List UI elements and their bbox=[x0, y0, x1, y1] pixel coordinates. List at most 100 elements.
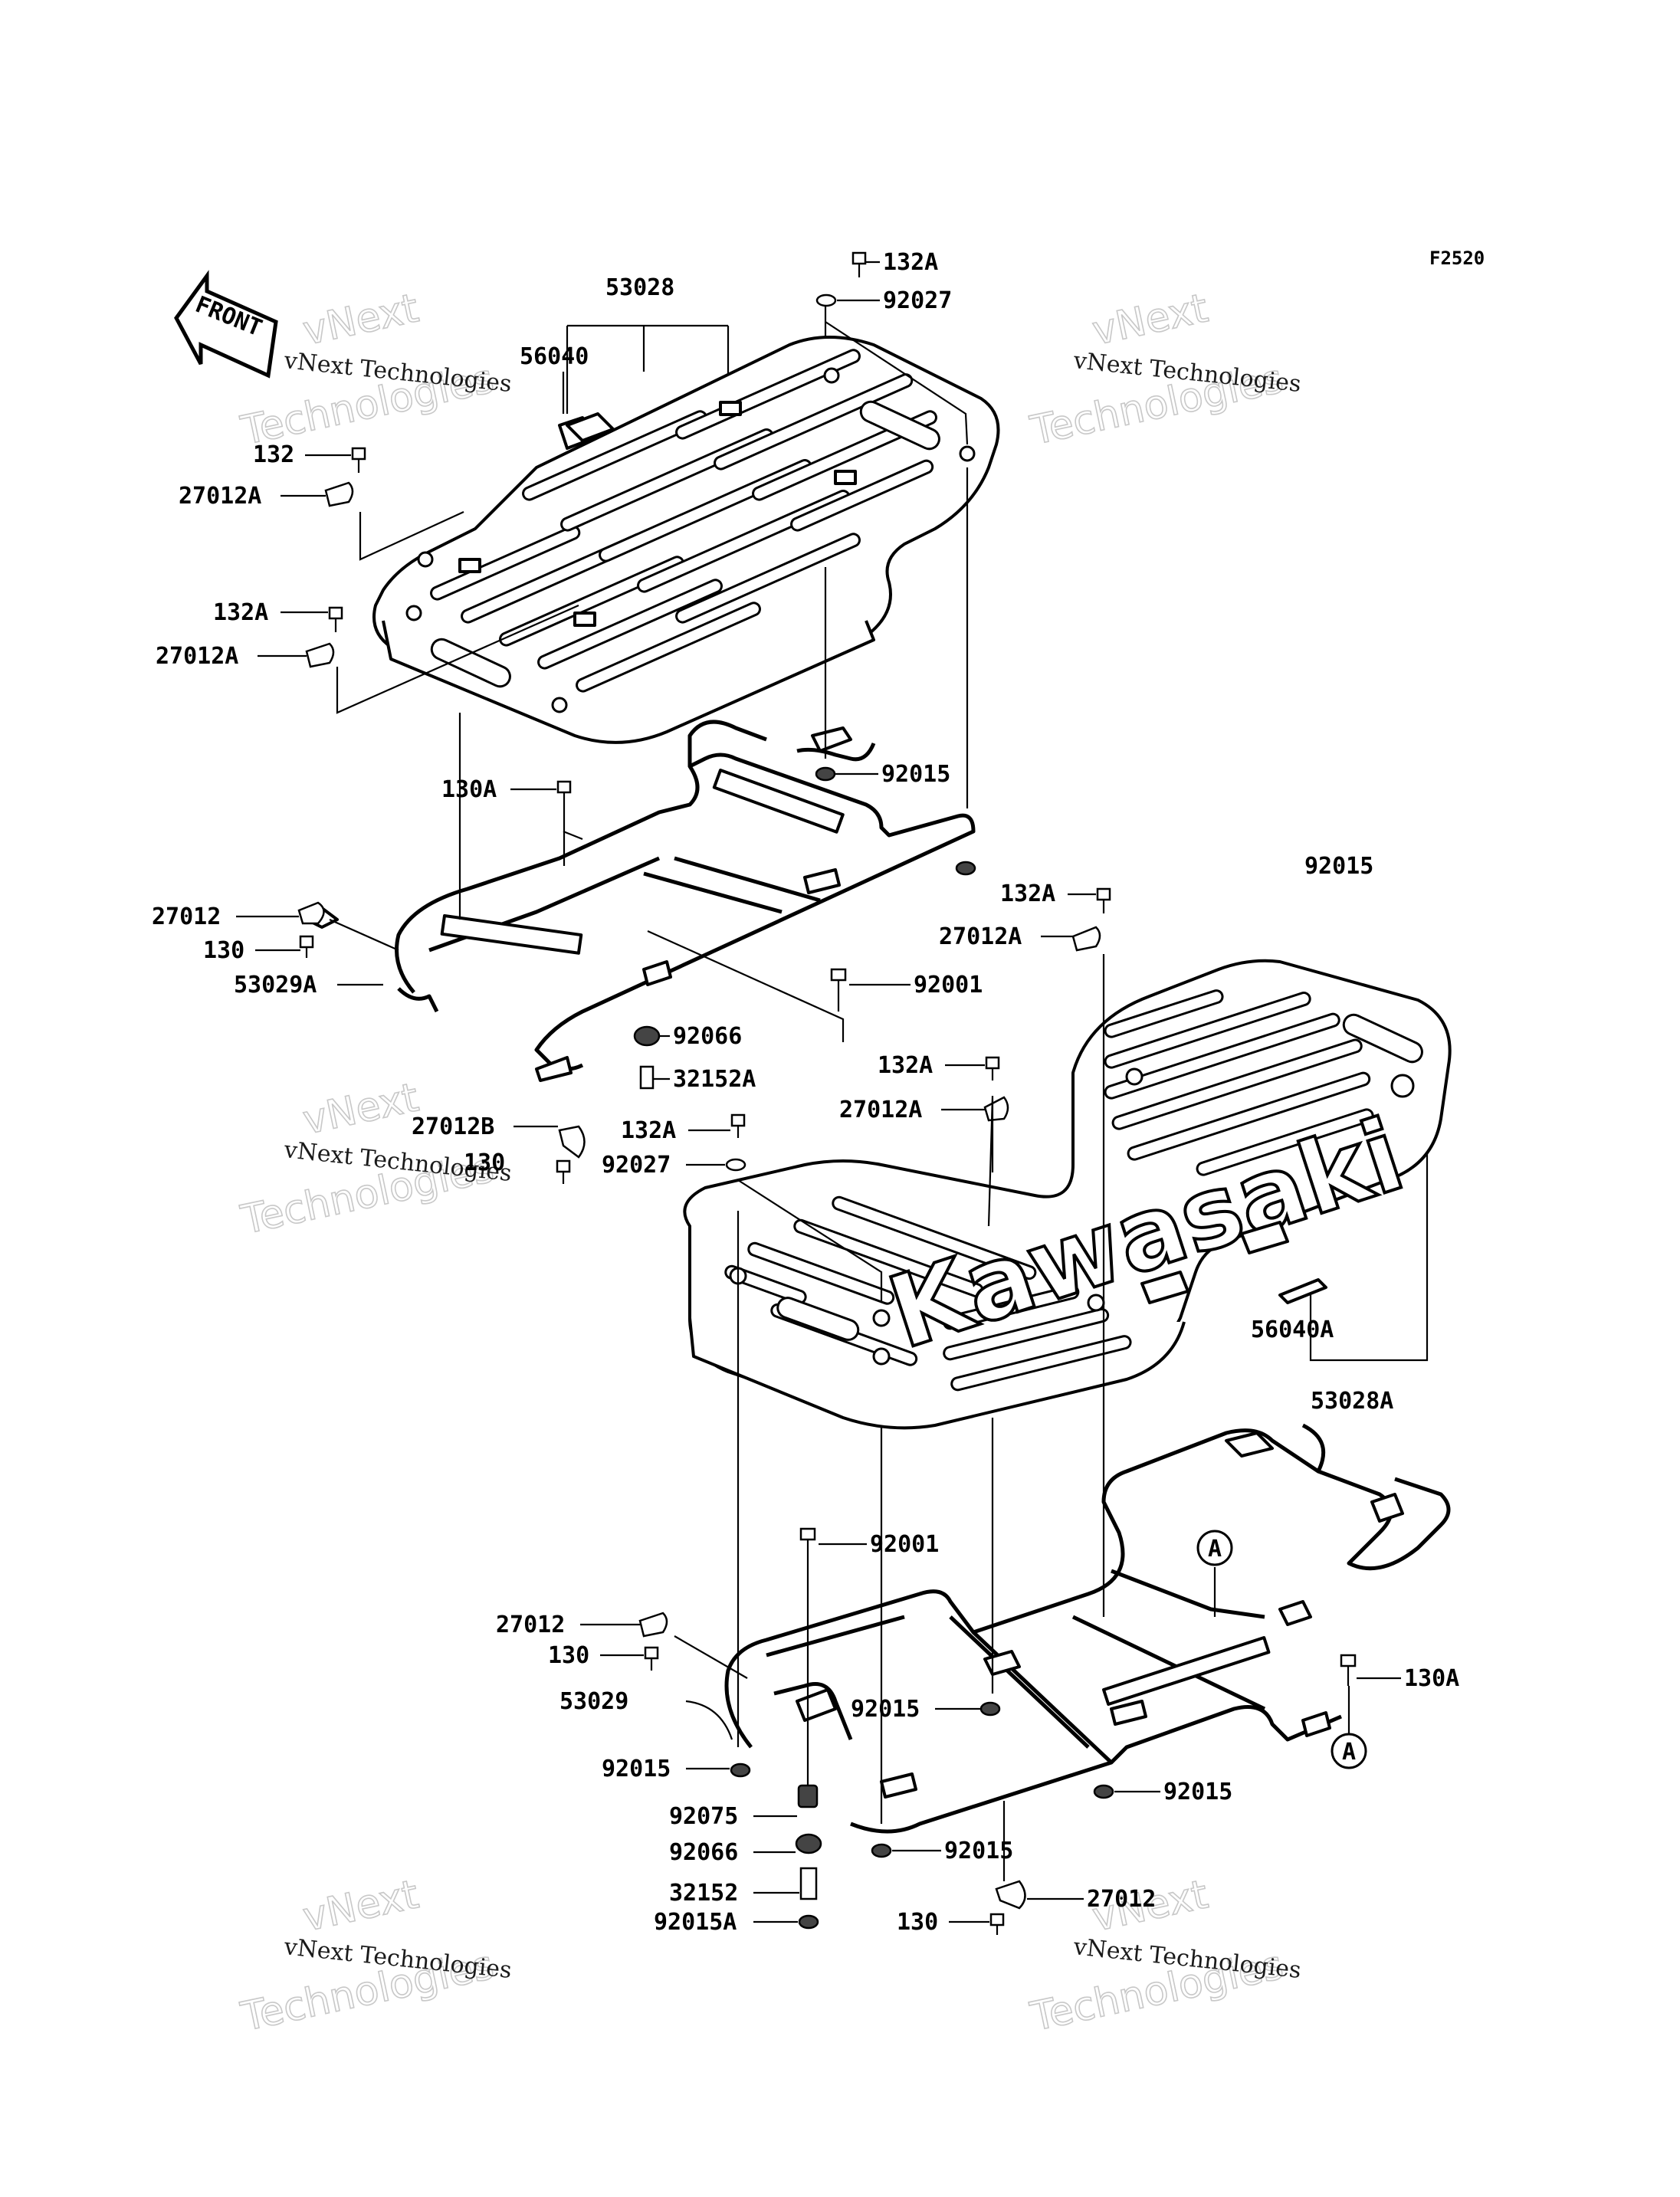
label-53028A: 53028A bbox=[1311, 1388, 1393, 1415]
bolt-icon bbox=[985, 1056, 1000, 1080]
label-53029A: 53029A bbox=[234, 972, 317, 998]
bracket-icon bbox=[297, 901, 325, 925]
label-27012A-2: 27012A bbox=[156, 643, 238, 670]
label-132A-2: 132A bbox=[1000, 880, 1055, 907]
label-56040A: 56040A bbox=[1251, 1317, 1334, 1343]
nut-icon bbox=[815, 766, 836, 782]
collar-icon bbox=[799, 1867, 818, 1900]
bolt-icon bbox=[299, 935, 314, 958]
label-32152A: 32152A bbox=[673, 1066, 756, 1093]
label-132A-top: 132A bbox=[883, 249, 938, 276]
hardware-icons bbox=[297, 251, 1357, 1935]
bolt-icon bbox=[556, 780, 572, 812]
bracket-icon bbox=[558, 1125, 586, 1159]
bracket-icon bbox=[305, 642, 335, 668]
label-132A-1: 132A bbox=[213, 599, 268, 626]
grommet-icon bbox=[797, 1784, 819, 1808]
bolt-icon bbox=[830, 968, 847, 1012]
label-92015-2: 92015 bbox=[1304, 853, 1373, 880]
bolt-icon bbox=[730, 1113, 746, 1138]
bolt-icon bbox=[851, 251, 867, 277]
grommet-icon bbox=[795, 1833, 822, 1854]
bracket-icon bbox=[324, 481, 354, 507]
label-92015-1: 92015 bbox=[881, 761, 950, 788]
watermark-vnext-3: vNext bbox=[299, 1074, 422, 1143]
label-27012A-1: 27012A bbox=[179, 483, 261, 510]
rear-carrier-slots bbox=[724, 989, 1423, 1392]
label-132A-3: 132A bbox=[878, 1052, 933, 1079]
label-92015-4: 92015 bbox=[602, 1756, 671, 1782]
leader-lines bbox=[329, 307, 1429, 1881]
front-carrier-plate bbox=[372, 336, 1000, 744]
reference-mark-a-2-label: A bbox=[1342, 1739, 1356, 1766]
label-56040: 56040 bbox=[520, 343, 589, 370]
bolt-icon bbox=[644, 1646, 659, 1671]
bolt-icon bbox=[989, 1913, 1005, 1935]
label-92001-1: 92001 bbox=[914, 972, 983, 998]
label-92027-2: 92027 bbox=[602, 1152, 671, 1179]
washer-icon bbox=[815, 293, 837, 307]
label-130-4: 130 bbox=[897, 1909, 938, 1936]
front-carrier-holes bbox=[405, 367, 976, 713]
label-132: 132 bbox=[253, 441, 294, 468]
bolt-icon bbox=[1096, 887, 1111, 913]
collar-icon bbox=[639, 1065, 655, 1090]
label-92001-2: 92001 bbox=[870, 1531, 939, 1558]
reference-mark-a-1: A bbox=[1196, 1530, 1233, 1566]
label-53029: 53029 bbox=[559, 1688, 628, 1715]
label-92015-5: 92015 bbox=[1163, 1779, 1232, 1805]
diagram-code: F2520 bbox=[1429, 248, 1485, 269]
reference-mark-a-1-label: A bbox=[1208, 1536, 1222, 1562]
label-92075: 92075 bbox=[669, 1803, 738, 1830]
label-130-3: 130 bbox=[548, 1642, 589, 1669]
label-130-2: 130 bbox=[464, 1149, 505, 1176]
label-53028: 53028 bbox=[605, 274, 674, 301]
grommet-icon bbox=[633, 1025, 661, 1047]
nut-icon bbox=[955, 861, 976, 876]
label-130A-2: 130A bbox=[1404, 1665, 1459, 1692]
bolt-icon bbox=[556, 1159, 571, 1184]
nut-icon bbox=[730, 1763, 751, 1778]
rear-carrier-holes bbox=[729, 1067, 1415, 1366]
watermark-vnext-1: vNext bbox=[299, 285, 422, 354]
bracket-icon bbox=[638, 1612, 668, 1638]
label-92066-1: 92066 bbox=[673, 1023, 742, 1050]
label-130-1: 130 bbox=[203, 937, 244, 964]
label-27012-3: 27012 bbox=[1087, 1886, 1156, 1913]
label-27012B: 27012B bbox=[412, 1113, 494, 1140]
label-27012A-4: 27012A bbox=[839, 1097, 922, 1123]
rear-carrier-plate: Kawasaki bbox=[683, 959, 1452, 1430]
bracket-icon bbox=[995, 1880, 1026, 1910]
nut-icon bbox=[871, 1843, 892, 1858]
watermark-vnext-2: vNext bbox=[1088, 285, 1212, 354]
label-27012-2: 27012 bbox=[496, 1612, 565, 1638]
label-130A-1: 130A bbox=[441, 776, 497, 803]
bolt-icon bbox=[1340, 1654, 1357, 1686]
bolt-icon bbox=[328, 606, 343, 632]
rear-carrier-frame bbox=[724, 1423, 1451, 1834]
bracket-icon bbox=[983, 1096, 1009, 1122]
front-carrier-frame bbox=[305, 720, 976, 1082]
decal-56040A bbox=[1278, 1278, 1327, 1304]
front-arrow-icon: FRONT bbox=[174, 270, 278, 379]
nut-icon bbox=[979, 1701, 1001, 1717]
label-92066-2: 92066 bbox=[669, 1839, 738, 1866]
watermark-vnext-5: vNext bbox=[299, 1871, 422, 1940]
label-92027-top: 92027 bbox=[883, 287, 952, 314]
nut-icon bbox=[798, 1914, 819, 1930]
label-132A-4: 132A bbox=[621, 1117, 676, 1144]
label-27012A-3: 27012A bbox=[939, 923, 1022, 950]
washer-icon bbox=[725, 1158, 746, 1172]
label-32152: 32152 bbox=[669, 1880, 738, 1907]
part-labels: 53028 56040 132A 92027 132 27012A 132A 2… bbox=[152, 249, 1459, 1936]
reference-mark-a-2: A bbox=[1331, 1733, 1367, 1769]
bolt-icon bbox=[351, 447, 366, 473]
label-92015-3: 92015 bbox=[851, 1696, 920, 1723]
front-carrier-slots bbox=[430, 349, 940, 693]
label-92015-6: 92015 bbox=[944, 1838, 1013, 1864]
nut-icon bbox=[1093, 1784, 1114, 1799]
bracket-icon bbox=[1071, 926, 1101, 952]
decal-56040 bbox=[566, 412, 615, 442]
bolt-icon bbox=[799, 1527, 816, 1579]
